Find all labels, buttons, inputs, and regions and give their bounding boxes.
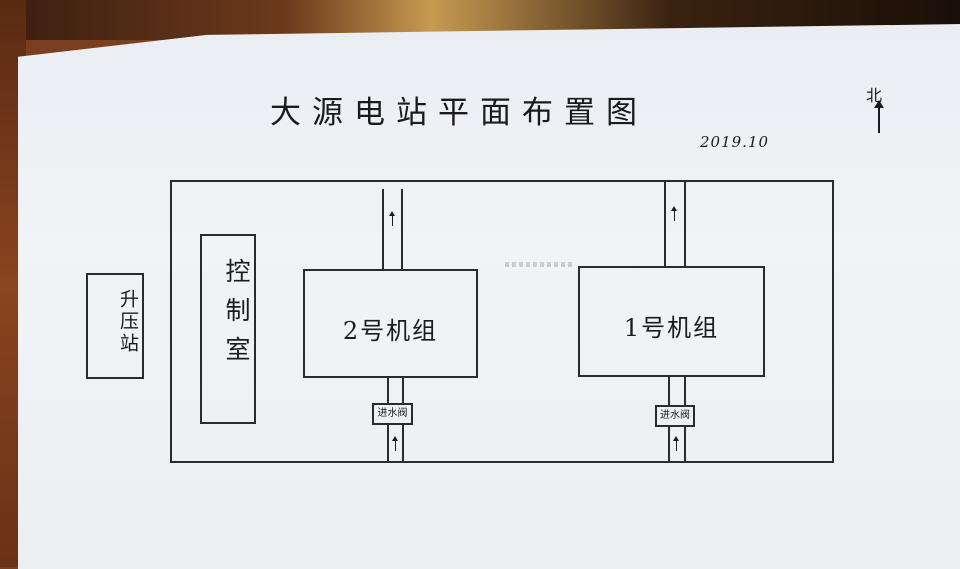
unit2-outlet-duct [382,189,403,270]
north-arrow-icon [874,100,884,133]
unit2-box: 2号机组 [303,269,478,378]
paper-sheet [18,24,960,569]
drawing-date: 2019.10 [700,133,770,151]
north-label: 北 [866,86,883,105]
arrow-up-icon [391,436,398,451]
drawing-title: 大源电站平面布置图 [270,95,648,131]
unit1-box: 1号机组 [578,266,765,377]
substation-label: 升压站 [117,289,139,355]
substation-box: 升压站 [86,273,144,379]
unit2-valve: 进水阀 [372,403,413,425]
pencil-smudge [505,262,575,267]
control-room-label: 控制室 [222,258,251,375]
unit1-label: 1号机组 [623,314,720,342]
arrow-up-icon [388,211,395,226]
plant-boundary [170,180,834,463]
control-room-box: 控制室 [200,234,256,424]
arrow-up-icon [673,436,679,451]
unit1-outlet-duct [664,181,686,267]
arrow-up-icon [671,206,677,221]
unit1-valve: 进水阀 [655,405,695,427]
unit2-label: 2号机组 [342,317,439,345]
